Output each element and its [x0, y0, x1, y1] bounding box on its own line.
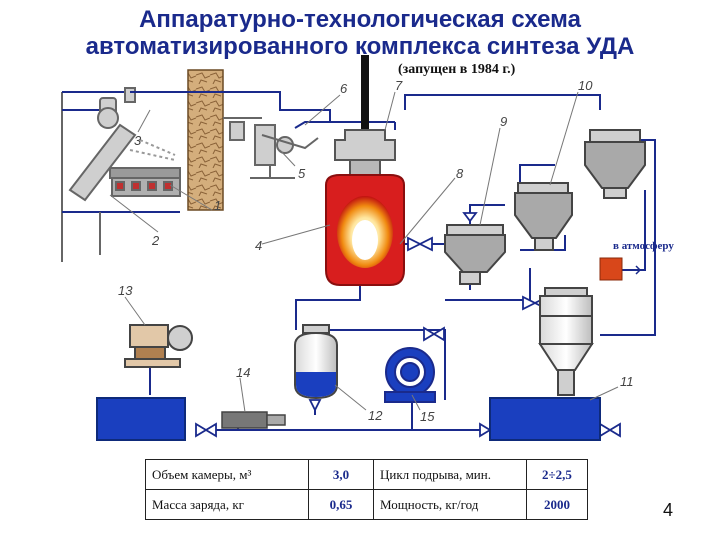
table-row: Масса заряда, кг 0,65 Мощность, кг/год 2… — [146, 490, 588, 520]
atmosphere-outlet-filter — [600, 258, 622, 280]
collector-vessel-8 — [445, 225, 505, 284]
callout-13: 13 — [118, 283, 133, 298]
pump-unit-13 — [125, 325, 192, 367]
param-label: Масса заряда, кг — [146, 490, 309, 520]
param-value: 2000 — [527, 490, 588, 520]
param-label: Мощность, кг/год — [374, 490, 527, 520]
callout-7: 7 — [395, 78, 403, 93]
callout-14: 14 — [236, 365, 250, 380]
callout-4: 4 — [255, 238, 262, 253]
callout-8: 8 — [456, 166, 464, 181]
callout-1: 1 — [214, 198, 221, 213]
separator-column-11 — [540, 288, 592, 395]
receiver-tank-12 — [295, 325, 337, 398]
callout-12: 12 — [368, 408, 383, 423]
callout-9: 9 — [500, 114, 507, 129]
arrow-right-icon — [628, 266, 640, 274]
table-row: Объем камеры, м³ 3,0 Цикл подрыва, мин. … — [146, 460, 588, 490]
centrifugal-pump-15 — [385, 348, 435, 402]
water-tank-right — [490, 398, 600, 440]
param-label: Цикл подрыва, мин. — [374, 460, 527, 490]
param-value: 3,0 — [309, 460, 374, 490]
charge-loading-mechanism — [62, 88, 180, 262]
collector-vessel-9 — [515, 183, 572, 250]
page-number: 4 — [663, 500, 673, 521]
callout-2: 2 — [151, 233, 160, 248]
callout-10: 10 — [578, 78, 593, 93]
parameters-table: Объем камеры, м³ 3,0 Цикл подрыва, мин. … — [145, 459, 588, 520]
param-label: Объем камеры, м³ — [146, 460, 309, 490]
feed-drive-mechanism — [223, 118, 325, 178]
motor-pump-14 — [222, 412, 285, 428]
atmosphere-label: в атмосферу — [613, 240, 674, 252]
param-value: 2÷2,5 — [527, 460, 588, 490]
callout-15: 15 — [420, 409, 435, 424]
collector-vessel-10 — [585, 130, 645, 198]
param-value: 0,65 — [309, 490, 374, 520]
callout-3: 3 — [134, 133, 142, 148]
explosion-chamber — [326, 55, 404, 285]
callout-6: 6 — [340, 81, 348, 96]
water-tank-left — [97, 398, 185, 440]
callout-11: 11 — [620, 374, 634, 389]
callout-5: 5 — [298, 166, 306, 181]
